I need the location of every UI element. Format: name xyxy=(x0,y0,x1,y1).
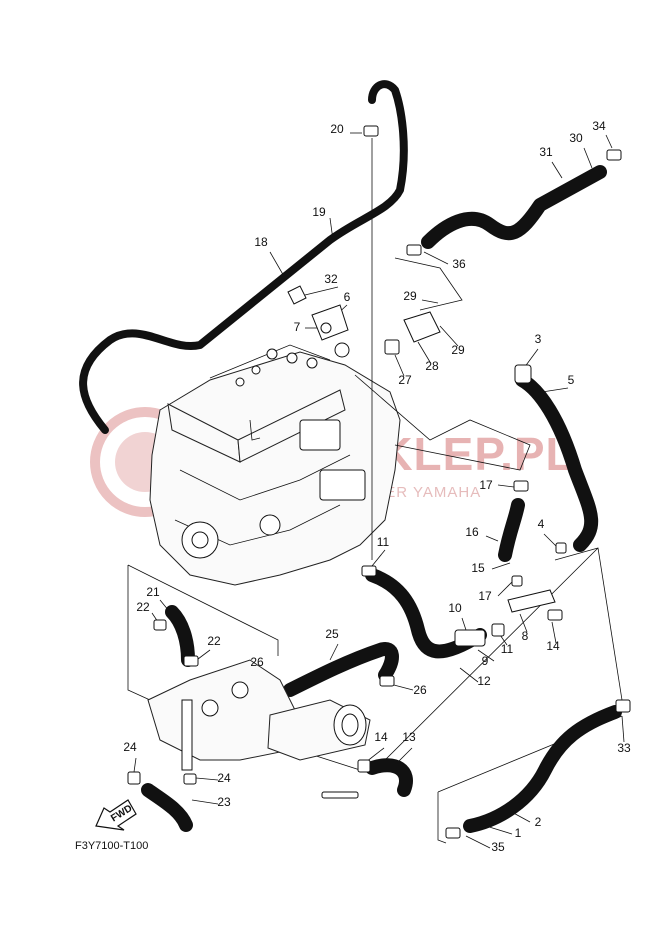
callout-8: 8 xyxy=(522,629,529,643)
callout-16: 16 xyxy=(465,525,479,539)
callout-11: 11 xyxy=(501,642,514,656)
fittings xyxy=(127,125,631,839)
callout-14: 14 xyxy=(546,639,560,653)
callout-4: 4 xyxy=(538,517,545,531)
hoses xyxy=(79,80,622,833)
exhaust-assembly xyxy=(147,659,371,771)
callout-22: 22 xyxy=(136,600,150,614)
callout-26: 26 xyxy=(250,655,264,669)
callout-9: 9 xyxy=(482,654,489,668)
callout-22: 22 xyxy=(207,634,221,648)
callout-14: 14 xyxy=(374,730,388,744)
callout-21: 21 xyxy=(146,585,160,599)
callout-29: 29 xyxy=(403,289,417,303)
callout-28: 28 xyxy=(425,359,439,373)
callout-labels: 2019183430313632672929272835171641517111… xyxy=(123,119,631,854)
callout-32: 32 xyxy=(324,272,338,286)
callout-30: 30 xyxy=(569,131,583,145)
callout-33: 33 xyxy=(617,741,631,755)
callout-24: 24 xyxy=(217,771,231,785)
callout-34: 34 xyxy=(592,119,606,133)
callout-5: 5 xyxy=(568,373,575,387)
engine-block xyxy=(149,344,401,586)
callout-7: 7 xyxy=(294,320,301,334)
callout-35: 35 xyxy=(491,840,505,854)
callout-17: 17 xyxy=(478,589,492,603)
callout-10: 10 xyxy=(448,601,462,615)
callout-1: 1 xyxy=(515,826,522,840)
callout-17: 17 xyxy=(479,478,493,492)
callout-3: 3 xyxy=(535,332,542,346)
callout-23: 23 xyxy=(217,795,231,809)
callout-18: 18 xyxy=(254,235,268,249)
callout-24: 24 xyxy=(123,740,137,754)
callout-27: 27 xyxy=(398,373,412,387)
callout-29: 29 xyxy=(451,343,465,357)
callout-26: 26 xyxy=(413,683,427,697)
callout-25: 25 xyxy=(325,627,339,641)
callout-6: 6 xyxy=(344,290,351,304)
fwd-arrow-icon: FWD xyxy=(95,799,137,831)
diagram-code: F3Y7100-T100 xyxy=(75,840,148,852)
callout-31: 31 xyxy=(539,145,553,159)
callout-36: 36 xyxy=(452,257,466,271)
callout-15: 15 xyxy=(471,561,485,575)
callout-13: 13 xyxy=(402,730,416,744)
callout-11: 11 xyxy=(377,535,390,549)
callout-12: 12 xyxy=(477,674,491,688)
callout-20: 20 xyxy=(330,122,344,136)
callout-19: 19 xyxy=(312,205,326,219)
callout-2: 2 xyxy=(535,815,542,829)
